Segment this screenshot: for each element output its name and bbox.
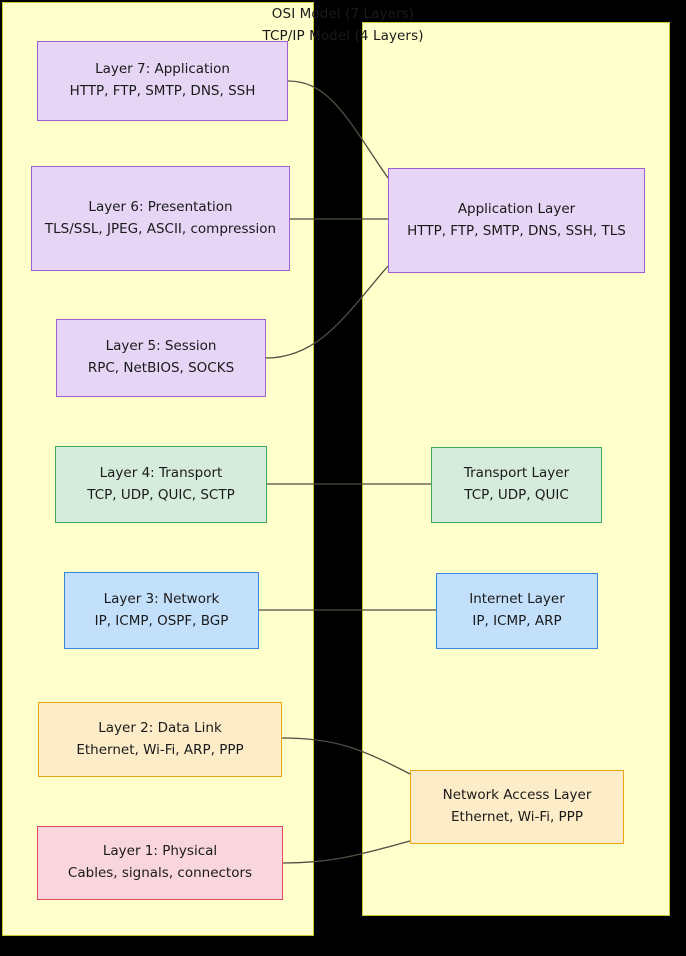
node-subtitle: Ethernet, Wi-Fi, ARP, PPP — [76, 741, 244, 758]
node-subtitle: IP, ICMP, ARP — [472, 613, 562, 629]
node-subtitle: HTTP, FTP, SMTP, DNS, SSH — [69, 83, 256, 99]
osi-layer-5-session[interactable]: Layer 5: Session RPC, NetBIOS, SOCKS — [56, 319, 266, 397]
node-title: Layer 5: Session — [105, 338, 217, 355]
node-subtitle: RPC, NetBIOS, SOCKS — [87, 360, 235, 376]
osi-layer-2-data-link[interactable]: Layer 2: Data Link Ethernet, Wi-Fi, ARP,… — [38, 702, 282, 777]
node-title: Layer 7: Application — [95, 61, 230, 78]
osi-layer-6-presentation[interactable]: Layer 6: Presentation TLS/SSL, JPEG, ASC… — [31, 166, 290, 271]
tcpip-transport-layer[interactable]: Transport Layer TCP, UDP, QUIC — [431, 447, 602, 523]
osi-layer-3-network[interactable]: Layer 3: Network IP, ICMP, OSPF, BGP — [64, 572, 259, 649]
osi-layer-7-application[interactable]: Layer 7: Application HTTP, FTP, SMTP, DN… — [37, 41, 288, 121]
node-title: Network Access Layer — [442, 787, 592, 804]
node-subtitle: TCP, UDP, QUIC — [464, 487, 569, 503]
node-title: Layer 6: Presentation — [88, 198, 233, 215]
node-subtitle: IP, ICMP, OSPF, BGP — [94, 612, 229, 629]
tcpip-application-layer[interactable]: Application Layer HTTP, FTP, SMTP, DNS, … — [388, 168, 645, 273]
tcpip-panel-title: TCP/IP Model (4 Layers) — [262, 28, 424, 44]
node-subtitle: Cables, signals, connectors — [67, 865, 253, 881]
tcpip-network-access-layer[interactable]: Network Access Layer Ethernet, Wi-Fi, PP… — [410, 770, 624, 844]
node-title: Internet Layer — [469, 591, 565, 608]
node-title: Layer 1: Physical — [102, 843, 218, 860]
node-subtitle: TCP, UDP, QUIC, SCTP — [87, 486, 235, 503]
node-subtitle: TLS/SSL, JPEG, ASCII, compression — [44, 220, 277, 237]
node-title: Layer 3: Network — [103, 590, 220, 607]
node-subtitle: HTTP, FTP, SMTP, DNS, SSH, TLS — [407, 222, 626, 239]
osi-panel-title: OSI Model (7 Layers) — [271, 6, 415, 22]
osi-layer-1-physical[interactable]: Layer 1: Physical Cables, signals, conne… — [37, 826, 283, 900]
node-title: Layer 4: Transport — [99, 464, 223, 481]
node-title: Layer 2: Data Link — [98, 719, 222, 736]
osi-layer-4-transport[interactable]: Layer 4: Transport TCP, UDP, QUIC, SCTP — [55, 446, 267, 523]
tcpip-internet-layer[interactable]: Internet Layer IP, ICMP, ARP — [436, 573, 598, 649]
node-subtitle: Ethernet, Wi-Fi, PPP — [451, 809, 583, 825]
node-title: Application Layer — [457, 200, 576, 217]
node-title: Transport Layer — [463, 465, 570, 482]
